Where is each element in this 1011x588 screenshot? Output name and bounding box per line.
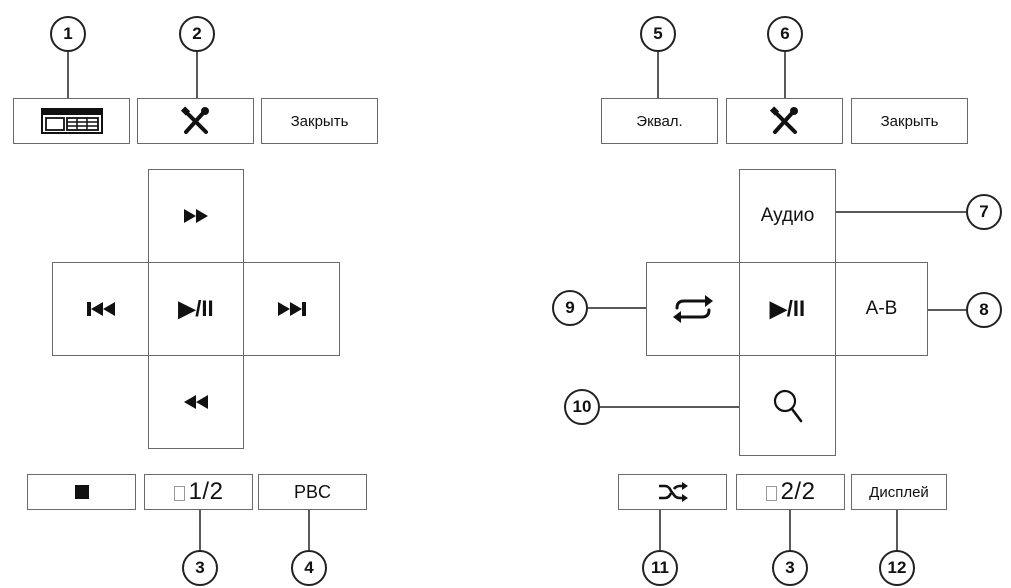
callout-6: 6 bbox=[767, 16, 803, 52]
callout-10: 10 bbox=[564, 389, 600, 425]
skip-previous-icon bbox=[86, 302, 115, 316]
callout-5: 5 bbox=[640, 16, 676, 52]
page-indicator-label: 1/2 bbox=[188, 478, 224, 505]
ab-repeat-button[interactable]: A-B bbox=[835, 262, 928, 356]
callout-9: 9 bbox=[552, 290, 588, 326]
rewind-button[interactable] bbox=[148, 355, 244, 449]
callout-4: 4 bbox=[291, 550, 327, 586]
grid-menu-icon bbox=[40, 108, 103, 134]
close-button-left[interactable]: Закрыть bbox=[261, 98, 378, 144]
equalizer-button[interactable]: Эквал. bbox=[601, 98, 718, 144]
rewind-icon bbox=[184, 395, 208, 409]
callout-8: 8 bbox=[966, 292, 1002, 328]
stop-button[interactable] bbox=[27, 474, 136, 510]
callout-3-right: 3 bbox=[772, 550, 808, 586]
settings-button[interactable] bbox=[137, 98, 254, 144]
callout-2: 2 bbox=[179, 16, 215, 52]
search-icon bbox=[773, 389, 803, 423]
callout-11: 11 bbox=[642, 550, 678, 586]
page-indicator-label: 2/2 bbox=[780, 478, 816, 505]
callout-7: 7 bbox=[966, 194, 1002, 230]
callout-3-left: 3 bbox=[182, 550, 218, 586]
wrench-screwdriver-icon bbox=[180, 106, 212, 136]
page-icon bbox=[765, 485, 777, 501]
fast-forward-button[interactable] bbox=[148, 169, 244, 263]
shuffle-button[interactable] bbox=[618, 474, 727, 510]
play-pause-button-right[interactable]: ▶/II bbox=[739, 262, 836, 356]
callout-1: 1 bbox=[50, 16, 86, 52]
skip-next-icon bbox=[277, 302, 306, 316]
repeat-icon bbox=[671, 294, 715, 324]
stop-icon bbox=[74, 485, 89, 499]
play-pause-button-left[interactable]: ▶/II bbox=[148, 262, 244, 356]
callout-12: 12 bbox=[879, 550, 915, 586]
audio-button[interactable]: Аудио bbox=[739, 169, 836, 263]
wrench-screwdriver-icon bbox=[769, 106, 801, 136]
fast-forward-icon bbox=[184, 209, 208, 223]
previous-track-button[interactable] bbox=[52, 262, 149, 356]
page-icon bbox=[173, 485, 185, 501]
page-indicator-right[interactable]: 2/2 bbox=[736, 474, 845, 510]
next-track-button[interactable] bbox=[243, 262, 340, 356]
repeat-button[interactable] bbox=[646, 262, 740, 356]
pbc-button[interactable]: PBC bbox=[258, 474, 367, 510]
display-button[interactable]: Дисплей bbox=[851, 474, 947, 510]
close-button-right[interactable]: Закрыть bbox=[851, 98, 968, 144]
menu-button[interactable] bbox=[13, 98, 130, 144]
search-button[interactable] bbox=[739, 355, 836, 456]
settings-button-right[interactable] bbox=[726, 98, 843, 144]
shuffle-icon bbox=[657, 482, 689, 502]
page-indicator-left[interactable]: 1/2 bbox=[144, 474, 253, 510]
